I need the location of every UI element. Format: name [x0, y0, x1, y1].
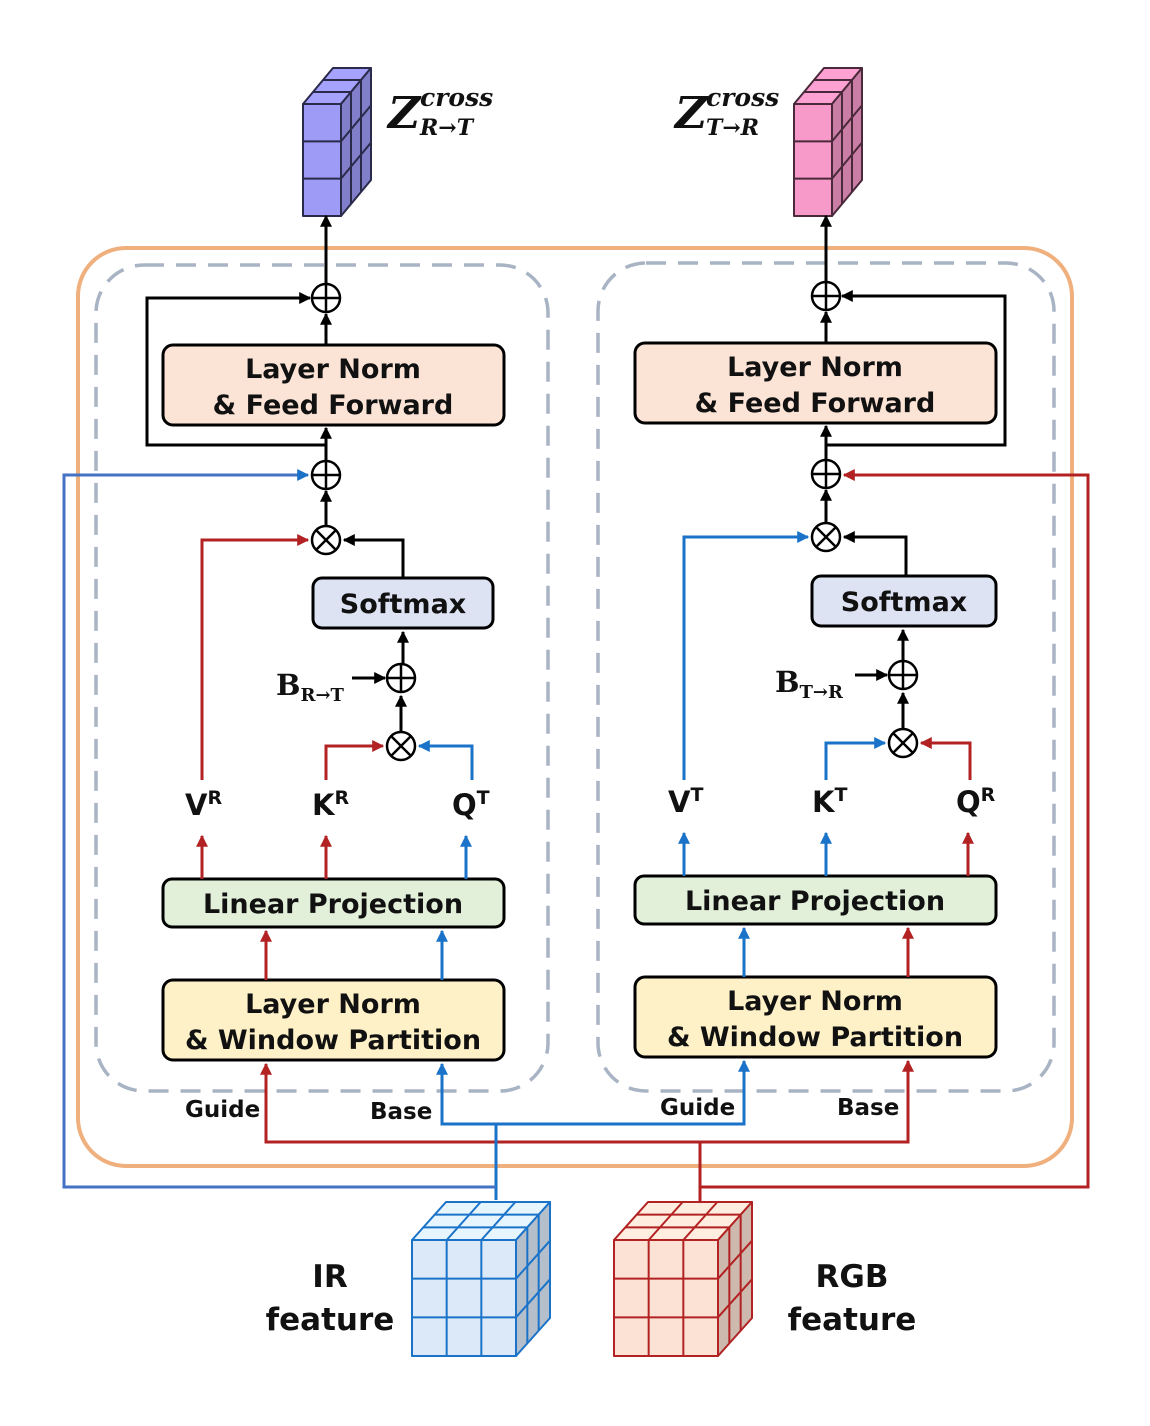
right-mul-qk	[887, 727, 919, 759]
left-add-top	[310, 282, 342, 314]
left-bias-label: BR→T	[276, 668, 345, 706]
rgb-to-left-guide	[260, 1062, 702, 1205]
ir-label-1: IR	[312, 1259, 348, 1295]
left-q-label: QT	[452, 787, 490, 822]
rgb-feature-cube	[613, 1201, 753, 1357]
ir-to-right-guide	[496, 1059, 750, 1126]
rgb-label-2: feature	[788, 1302, 917, 1338]
left-linear-label: Linear Projection	[203, 889, 463, 920]
right-partition-label-1: Layer Norm	[727, 986, 903, 1017]
right-k-label: KT	[812, 784, 847, 819]
rgb-to-right-base	[700, 1059, 914, 1144]
right-ffn-label-2: & Feed Forward	[695, 388, 936, 419]
left-base-label: Base	[370, 1099, 432, 1125]
ir-residual	[62, 469, 496, 1189]
left-add-bias	[385, 662, 417, 694]
right-softmax-label: Softmax	[841, 587, 967, 618]
right-ffn-label-1: Layer Norm	[727, 352, 903, 383]
left-dashed-block	[94, 263, 550, 1093]
right-add-bias	[887, 659, 919, 691]
right-linear-box	[633, 874, 998, 926]
left-linear-box	[161, 877, 506, 929]
right-add-mid	[810, 458, 842, 490]
right-v-label: VT	[668, 784, 703, 819]
left-softmax-label: Softmax	[340, 589, 466, 620]
left-output-sub: R→T	[419, 115, 475, 141]
left-guide-label: Guide	[185, 1097, 260, 1123]
right-guide-label: Guide	[660, 1095, 735, 1121]
ir-to-left-base	[436, 1062, 498, 1200]
rgb-label-1: RGB	[816, 1259, 889, 1295]
left-ffn-box	[161, 343, 506, 427]
right-bias-label: BT→R	[775, 665, 844, 703]
left-partition-label-1: Layer Norm	[245, 989, 421, 1020]
ir-feature-cube	[411, 1201, 551, 1357]
outer-module-border	[76, 246, 1074, 1168]
left-mul-qk	[385, 730, 417, 762]
left-partition-box	[161, 978, 506, 1062]
right-q-label: QR	[956, 784, 996, 819]
right-partition-box	[633, 975, 998, 1059]
left-k-label: KR	[312, 787, 349, 822]
left-v-label: VR	[185, 787, 222, 822]
right-add-top	[810, 280, 842, 312]
left-ffn-label-2: & Feed Forward	[213, 390, 454, 421]
left-mul-attn	[310, 524, 342, 556]
right-output-sub: T→R	[706, 115, 759, 141]
right-ffn-box	[633, 341, 998, 425]
ir-label-2: feature	[266, 1302, 395, 1338]
right-softmax-box	[810, 574, 998, 628]
right-output-label: Z	[673, 88, 709, 139]
right-base-label: Base	[837, 1095, 899, 1121]
left-add-mid	[310, 459, 342, 491]
left-output-label: Z	[386, 88, 422, 139]
left-output-sup: cross	[420, 83, 493, 112]
right-output-sup: cross	[706, 83, 779, 112]
left-partition-label-2: & Window Partition	[185, 1025, 481, 1056]
left-output-tensor	[302, 67, 372, 217]
left-ffn-label-1: Layer Norm	[245, 354, 421, 385]
right-partition-label-2: & Window Partition	[667, 1022, 963, 1053]
right-output-tensor	[793, 67, 863, 217]
rgb-residual	[700, 469, 1090, 1189]
right-mul-attn	[810, 521, 842, 553]
right-linear-label: Linear Projection	[685, 886, 945, 917]
